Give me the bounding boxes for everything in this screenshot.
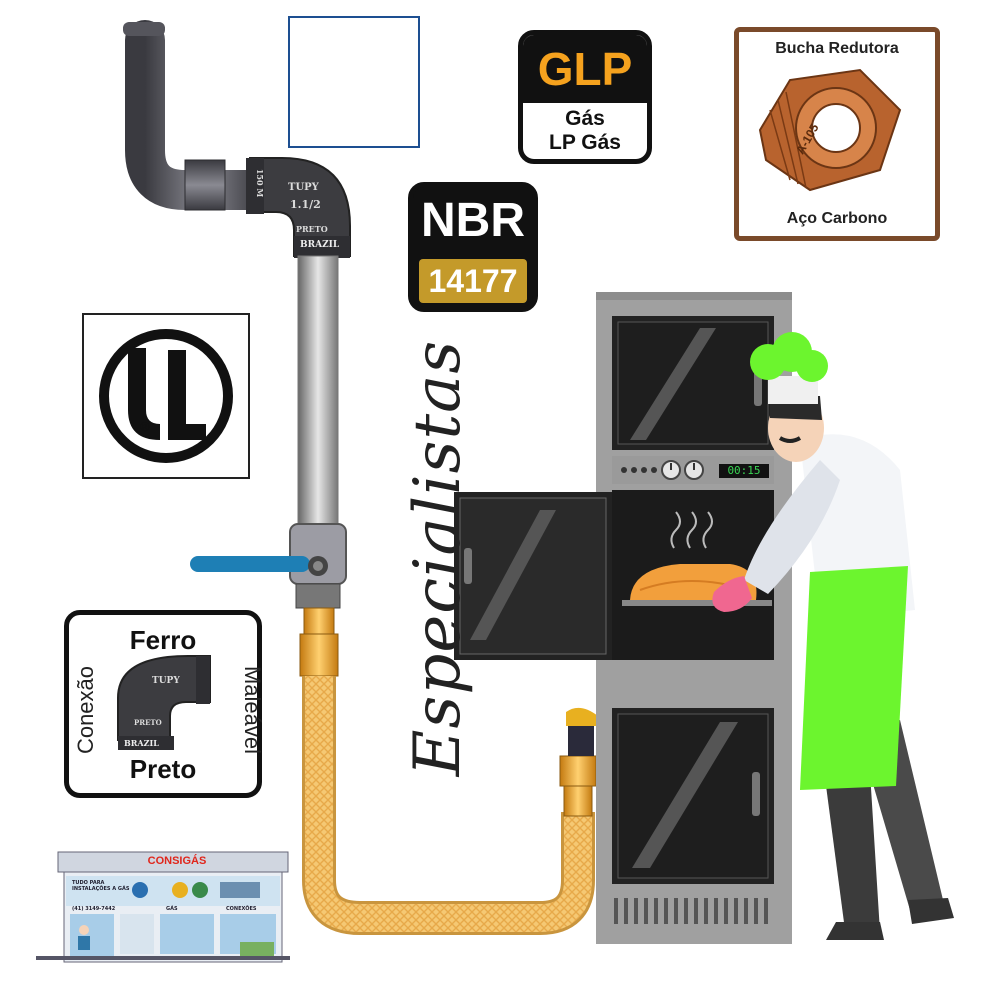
ferro-elbow-country: BRAZIL	[124, 738, 159, 748]
script-word-text: Especialistas	[401, 339, 475, 777]
store-sign-fittings: CONEXÕES	[226, 906, 257, 912]
ferro-left-text: Conexão	[73, 665, 98, 755]
silver-pipe	[297, 255, 339, 529]
store-sign-gas: GÁS	[166, 906, 178, 912]
ball-valve	[190, 523, 347, 609]
ferro-elbow-icon	[117, 655, 211, 750]
oven-tower	[454, 292, 792, 944]
steam-icon	[670, 511, 713, 549]
store-tagline: TUDO PARA INSTALAÇÕES A GÁS	[72, 880, 130, 892]
apron	[800, 566, 908, 790]
store-illustration	[36, 851, 290, 963]
ferro-badge: Ferro Preto Conexão Maleável	[64, 610, 265, 798]
ferro-elbow-brand: TUPY	[152, 676, 180, 686]
ul-badge: UL ®	[82, 313, 250, 479]
elbow-pressure: 150 M	[255, 168, 266, 198]
store-name: CONSIGÁS	[147, 855, 207, 867]
ferro-elbow-type: PRETO	[134, 718, 162, 727]
valve-handle	[190, 556, 310, 572]
oven-mitt	[712, 576, 752, 612]
chef-figure	[712, 332, 954, 940]
bucha-title: Bucha Redutora	[775, 40, 899, 57]
bucha-subtitle: Aço Carbono	[786, 210, 888, 227]
bucha-badge: Bucha Redutora Aço Carbono A-105	[734, 27, 940, 241]
brass-connector-bottom	[559, 707, 598, 817]
inmetro-label: INMETRO	[310, 116, 398, 137]
glp-line1: Gás	[565, 107, 605, 130]
nbr-code: NBR	[421, 194, 525, 247]
glp-badge: GLP Gás LP Gás	[518, 30, 652, 164]
elbow-brand: TUPY	[288, 182, 319, 193]
inmetro-badge: INMETRO	[288, 16, 420, 148]
ul-logo-icon	[99, 329, 233, 463]
script-word: Especialistas	[398, 318, 478, 798]
bucha-fitting-icon	[758, 68, 902, 192]
elbow-size: 1.1/2	[290, 198, 321, 211]
store-phone: (41) 3149-7442	[72, 906, 116, 912]
elbow-type: PRETO	[296, 224, 328, 234]
ul-registered-mark: ®	[140, 419, 150, 434]
elbow-fitting	[246, 157, 351, 258]
nbr-badge: NBR 14177	[408, 182, 538, 312]
gas-pipe	[123, 20, 280, 211]
ferro-right-text: Maleável	[240, 665, 265, 755]
brass-connector-top	[299, 607, 339, 677]
glp-line2: LP Gás	[549, 131, 621, 154]
oven-clock-display: 00:15	[719, 464, 769, 478]
nbr-number: 14177	[419, 259, 527, 303]
bucha-part-mark: A-105	[793, 121, 822, 157]
glp-title: GLP	[523, 35, 647, 103]
ferro-top-text: Ferro	[129, 625, 197, 655]
elbow-country: BRAZIL	[300, 240, 340, 250]
ferro-bottom-text: Preto	[129, 754, 197, 784]
